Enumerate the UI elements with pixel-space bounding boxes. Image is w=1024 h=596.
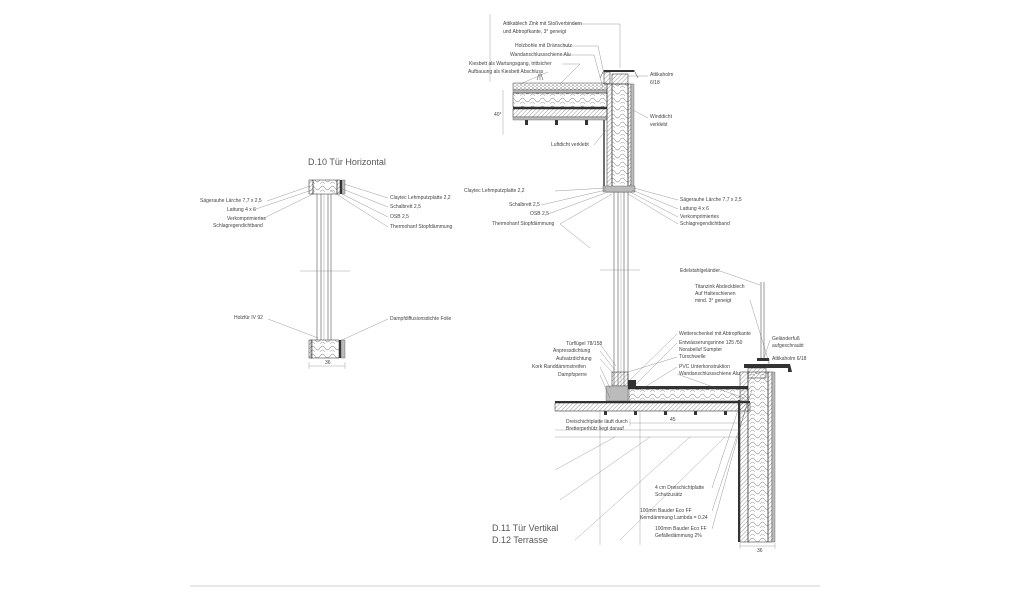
label-railing-1: Edelstahlgeländer bbox=[680, 268, 720, 274]
label-roof-left-2: Schalbrett 2,5 bbox=[509, 202, 540, 208]
label-d10-left-1: Sägerauhe Lärche 7,7 x 2,5 bbox=[200, 198, 262, 204]
label-d10-left-4: Schlagregendichtband bbox=[213, 223, 263, 229]
label-roof-airtight: Luftdicht verklebt bbox=[551, 142, 589, 148]
label-d10-left-3: Verkomprimiertes bbox=[227, 216, 266, 222]
label-roof-right-3: Winddicht bbox=[650, 114, 673, 120]
label-d10-right-4: Thermohanf Stopfdämmung bbox=[390, 224, 452, 230]
dim-parapet-slope: 40° bbox=[494, 112, 502, 118]
label-roof-left-4: Thermohanf Stopfdämmung bbox=[492, 221, 554, 227]
label-door-left-5: Dampfsperre bbox=[558, 372, 587, 378]
label-roof-top-4: Wandanschlussschiene Alu bbox=[510, 52, 571, 58]
label-door-right-4: Türschwelle bbox=[679, 354, 706, 360]
label-d10-left-5: Holzfür IV 92 bbox=[234, 315, 263, 321]
label-bottom-1: 4 cm Dreischichtplatte bbox=[655, 485, 704, 491]
label-railing-4: mind. 3° geneigt bbox=[695, 298, 732, 304]
label-door-right-3: Norabeiluf Sumpter bbox=[679, 347, 722, 353]
label-railing-7: Attikaholm 6/18 bbox=[772, 356, 807, 362]
label-roof-right-mid-2: Lattung 4 x 6 bbox=[680, 206, 709, 212]
label-roof-right-4: verklebt bbox=[650, 122, 668, 128]
title-d11: D.11 Tür Vertikal bbox=[492, 523, 558, 533]
label-bottom-4: Kerndämmung Lambda = 0.24 bbox=[640, 515, 708, 521]
label-roof-right-mid-1: Sägerauhe Lärche 7,7 x 2,5 bbox=[680, 197, 742, 203]
label-bottom-2: Schutzusätz bbox=[655, 492, 683, 498]
label-railing-5: Geländerfuß bbox=[772, 336, 800, 342]
label-door-right-6: Wandanschlussschiene Alu bbox=[679, 371, 740, 377]
label-railing-3: Auf Halteschienen bbox=[695, 291, 736, 297]
label-door-left-1: Türflügel 78/158 bbox=[566, 341, 602, 347]
label-d10-right-1: Claytec Lehmputzplatte 2,2 bbox=[390, 195, 451, 201]
label-roof-top-1: Attikablech Zink mit Stoßverbindern bbox=[503, 21, 582, 27]
detail-d11-vertical: 40° Attikablech Zink mit Stoßverbindern … bbox=[464, 14, 742, 533]
label-door-left-3: Aufsatzdichtung bbox=[556, 356, 592, 362]
label-door-right-5: PVC Unterkonstruktion bbox=[679, 364, 730, 370]
detail-d10-horizontal: D.10 Tür Horizontal 36 Sägerauhe Lärche … bbox=[200, 157, 452, 369]
label-door-left-2: Anpressdichtung bbox=[553, 348, 590, 354]
label-roof-right-2: 6/18 bbox=[650, 80, 660, 86]
label-roof-top-3: Holzbohle mit Dränschutz bbox=[515, 43, 572, 49]
detail-d12-terrace: 45 36 Edelstahlgeländer Titanzink Abdeck… bbox=[492, 268, 807, 554]
label-bottom-5: 100mm Bauder Eco FF bbox=[655, 526, 707, 532]
label-door-left-4: Kork Randdämmstreifen bbox=[532, 364, 586, 370]
label-board-2: Bretterperhütz liegt darauf bbox=[566, 426, 624, 432]
label-roof-right-1: Attikaholm bbox=[650, 72, 673, 78]
label-roof-right-mid-4: Schlagregendichtband bbox=[680, 221, 730, 227]
label-roof-left-3: OSB 2,5 bbox=[530, 211, 549, 217]
dim-d10-width: 36 bbox=[325, 360, 331, 366]
label-railing-2: Titanzink Abdeckblech bbox=[695, 284, 745, 290]
label-board-1: Dreischichtplatte läuft durch bbox=[566, 419, 628, 425]
label-door-right-2: Entwässerungsrinne 125 /50 bbox=[679, 340, 743, 346]
label-d10-right-5: Dampfdiffusionsdichte Folie bbox=[390, 316, 452, 322]
label-d10-right-3: OSB 2,5 bbox=[390, 214, 409, 220]
joist-marks bbox=[604, 411, 727, 415]
label-roof-left-1: Claytec Lehmputzplatte 2,2 bbox=[464, 188, 525, 194]
label-bottom-3: 100mm Bauder Eco FF bbox=[640, 508, 692, 514]
title-d10: D.10 Tür Horizontal bbox=[308, 157, 386, 167]
label-bottom-6: Gefälledämmung 2% bbox=[655, 533, 702, 539]
label-roof-top-2: und Abtropfkante, 3° geneigt bbox=[503, 29, 567, 35]
label-roof-top-6: Aufbauung als Kiesbett Abschluss bbox=[468, 69, 544, 75]
dim-wall-width: 36 bbox=[757, 548, 763, 554]
label-roof-top-5: Kiesbett als Wartungsgang, trittsicher bbox=[469, 61, 552, 67]
label-door-right-1: Wetterschenkel mit Abtropfkante bbox=[679, 331, 751, 337]
label-d10-right-2: Schalbrett 2,5 bbox=[390, 204, 421, 210]
rafter-marks bbox=[525, 120, 588, 125]
dim-terrace-width: 45 bbox=[670, 417, 676, 423]
label-railing-6: aufgeschraubt bbox=[772, 343, 804, 349]
label-d10-left-2: Lattung 4 x 6 bbox=[227, 207, 256, 213]
label-roof-right-mid-3: Verkomprimiertes bbox=[680, 214, 719, 220]
title-d12: D.12 Terrasse bbox=[492, 535, 548, 545]
